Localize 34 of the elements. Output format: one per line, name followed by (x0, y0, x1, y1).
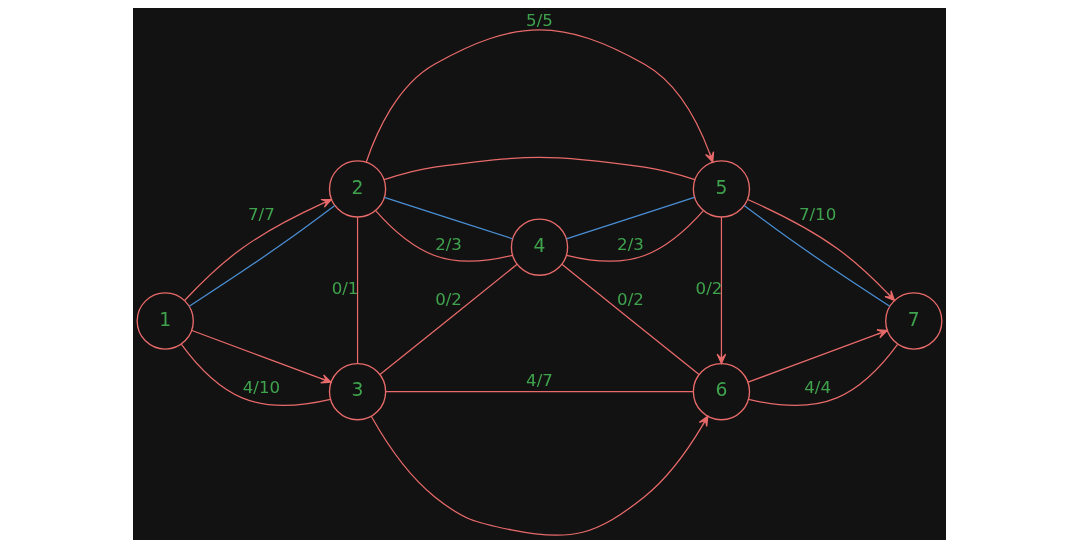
connector (374, 209, 513, 262)
connector (560, 263, 700, 376)
edge-label: 2/3 (616, 235, 644, 255)
node-circle: 1 (136, 292, 194, 350)
node-circle: 3 (328, 362, 386, 421)
connector (378, 263, 518, 376)
node-circle: 5 (692, 160, 750, 218)
edge-label: 4/7 (525, 371, 553, 391)
connector (180, 343, 331, 406)
edge-label: 7/7 (247, 204, 275, 224)
connector (565, 209, 704, 262)
edge-label: 0/2 (434, 290, 462, 310)
edge-label: 7/10 (798, 204, 836, 224)
connector (383, 156, 695, 181)
arrow (365, 29, 714, 163)
connector (384, 391, 693, 393)
edge-label: 4/4 (803, 377, 831, 397)
arrow (370, 415, 708, 536)
connector (383, 196, 513, 240)
edge-label: 0/2 (616, 290, 644, 310)
connector (565, 196, 695, 240)
edge-label: 2/3 (434, 235, 462, 255)
connector (747, 343, 898, 406)
arrow (716, 216, 726, 365)
node-circle: 6 (692, 362, 750, 421)
node-circle: 4 (510, 218, 568, 276)
edge-label: 0/2 (695, 279, 722, 299)
arrow (190, 329, 332, 384)
arrow (747, 329, 888, 383)
edge-label: 4/10 (242, 377, 280, 397)
edge-label: 5/5 (525, 10, 553, 30)
connector (356, 216, 358, 365)
node-circle: 2 (328, 160, 386, 218)
edge-label: 0/1 (331, 279, 358, 299)
